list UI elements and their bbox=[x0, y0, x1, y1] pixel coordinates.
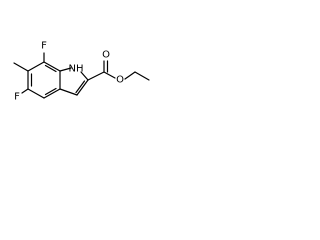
bond-c4-c5 bbox=[27, 88, 45, 99]
bond-ch2-ch3 bbox=[134, 71, 150, 81]
double-bond-c3a-c4 bbox=[44, 87, 57, 96]
bond-c2-c3 bbox=[76, 79, 89, 96]
molecule-structure-diagram: F NH F O O bbox=[13, 41, 150, 103]
atom-label-o-ester: O bbox=[116, 75, 124, 86]
benzene-ring bbox=[27, 61, 61, 99]
bond-c3a-c4 bbox=[43, 88, 61, 99]
bond-c7-c7a bbox=[43, 61, 61, 72]
bond-c7a-n1 bbox=[59, 67, 72, 72]
bond-carbonyl-o-ester bbox=[103, 71, 116, 79]
bond-c6-c7 bbox=[27, 61, 45, 72]
pyrrole-ring bbox=[59, 67, 89, 96]
double-bond-c7-c7a bbox=[44, 64, 57, 73]
substituent-bonds bbox=[13, 52, 150, 94]
bond-o-ch2 bbox=[124, 71, 136, 80]
bond-c5-f bbox=[21, 88, 29, 94]
bond-c2-carbonyl bbox=[87, 71, 105, 81]
atom-label-f-bottom: F bbox=[14, 92, 20, 103]
double-bond-c2-c3 bbox=[75, 80, 86, 94]
bond-c3-c3a bbox=[59, 88, 78, 96]
bond-c6-methyl bbox=[13, 62, 29, 72]
atom-label-f-top: F bbox=[41, 41, 47, 52]
atom-label-nh: NH bbox=[69, 64, 84, 75]
bond-n1-c2 bbox=[80, 71, 89, 81]
atom-label-o-carbonyl: O bbox=[102, 50, 110, 61]
